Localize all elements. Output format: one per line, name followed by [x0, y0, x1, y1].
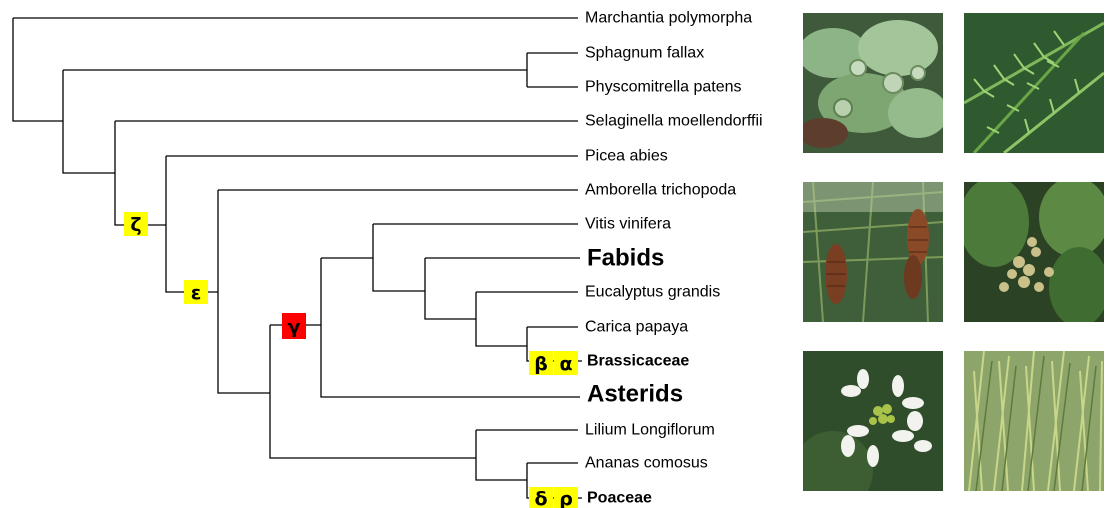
taxon-labels: Marchantia polymorphaSphagnum fallaxPhys… — [585, 10, 763, 507]
branch-n7 — [373, 224, 425, 291]
wgd-marker-gamma: γ — [282, 313, 306, 339]
taxon-label-sphagnum: Sphagnum fallax — [585, 45, 704, 62]
taxon-label-vitis: Vitis vinifera — [585, 216, 671, 233]
wgd-marker-zeta: ζ — [124, 212, 148, 236]
taxon-label-brassicaceae: Brassicaceae — [587, 353, 689, 370]
wgd-event-markers: ζ ε γ βα δρ — [124, 212, 578, 508]
taxon-label-physcomitrella: Physcomitrella patens — [585, 79, 742, 96]
grass-photo — [964, 351, 1104, 491]
tree-branches — [13, 18, 582, 498]
branch-n1 — [63, 70, 115, 173]
wgd-marker-label-epsilon: ε — [191, 282, 202, 304]
phylogenetic-tree: Marchantia polymorphaSphagnum fallaxPhys… — [0, 0, 800, 508]
wgd-marker-label-zeta: ζ — [130, 214, 141, 236]
selaginella-photo — [964, 13, 1104, 153]
taxon-label-carica: Carica papaya — [585, 319, 688, 336]
wgd-marker-rho: ρ — [554, 487, 578, 508]
taxon-label-eucalyptus: Eucalyptus grandis — [585, 284, 720, 301]
wgd-marker-label-beta: β — [534, 353, 548, 375]
taxon-label-selaginella: Selaginella moellendorffii — [585, 113, 763, 130]
wgd-marker-beta: β — [529, 351, 553, 375]
wgd-marker-label-delta: δ — [534, 488, 547, 508]
taxon-label-marchantia: Marchantia polymorpha — [585, 10, 752, 27]
branch-n5 — [270, 325, 476, 458]
taxon-label-ananas: Ananas comosus — [585, 455, 708, 472]
amborella-photo — [964, 182, 1104, 322]
taxon-label-poaceae: Poaceae — [587, 490, 652, 507]
branch-n2 — [115, 121, 166, 225]
branch-n3 — [166, 156, 218, 292]
taxon-label-amborella: Amborella trichopoda — [585, 182, 736, 199]
branch-n4 — [218, 190, 270, 393]
wgd-marker-delta: δ — [529, 487, 553, 508]
branch-n9 — [476, 292, 527, 346]
picea-photo — [803, 182, 943, 322]
wgd-marker-label-gamma: γ — [288, 316, 301, 338]
branch-root — [13, 18, 63, 121]
taxon-label-fabids: Fabids — [587, 245, 664, 272]
taxon-label-asterids: Asterids — [587, 381, 683, 408]
wgd-marker-epsilon: ε — [184, 280, 208, 304]
branch-n8 — [425, 258, 476, 319]
wgd-marker-label-alpha: α — [559, 353, 572, 375]
wgd-marker-alpha: α — [554, 351, 578, 375]
marchantia-photo — [803, 13, 943, 153]
taxon-label-picea: Picea abies — [585, 148, 668, 165]
arabidopsis-photo — [803, 351, 943, 491]
wgd-marker-label-rho: ρ — [559, 488, 573, 508]
branch-monocot-node — [476, 430, 527, 480]
taxon-label-lilium: Lilium Longiflorum — [585, 422, 715, 439]
